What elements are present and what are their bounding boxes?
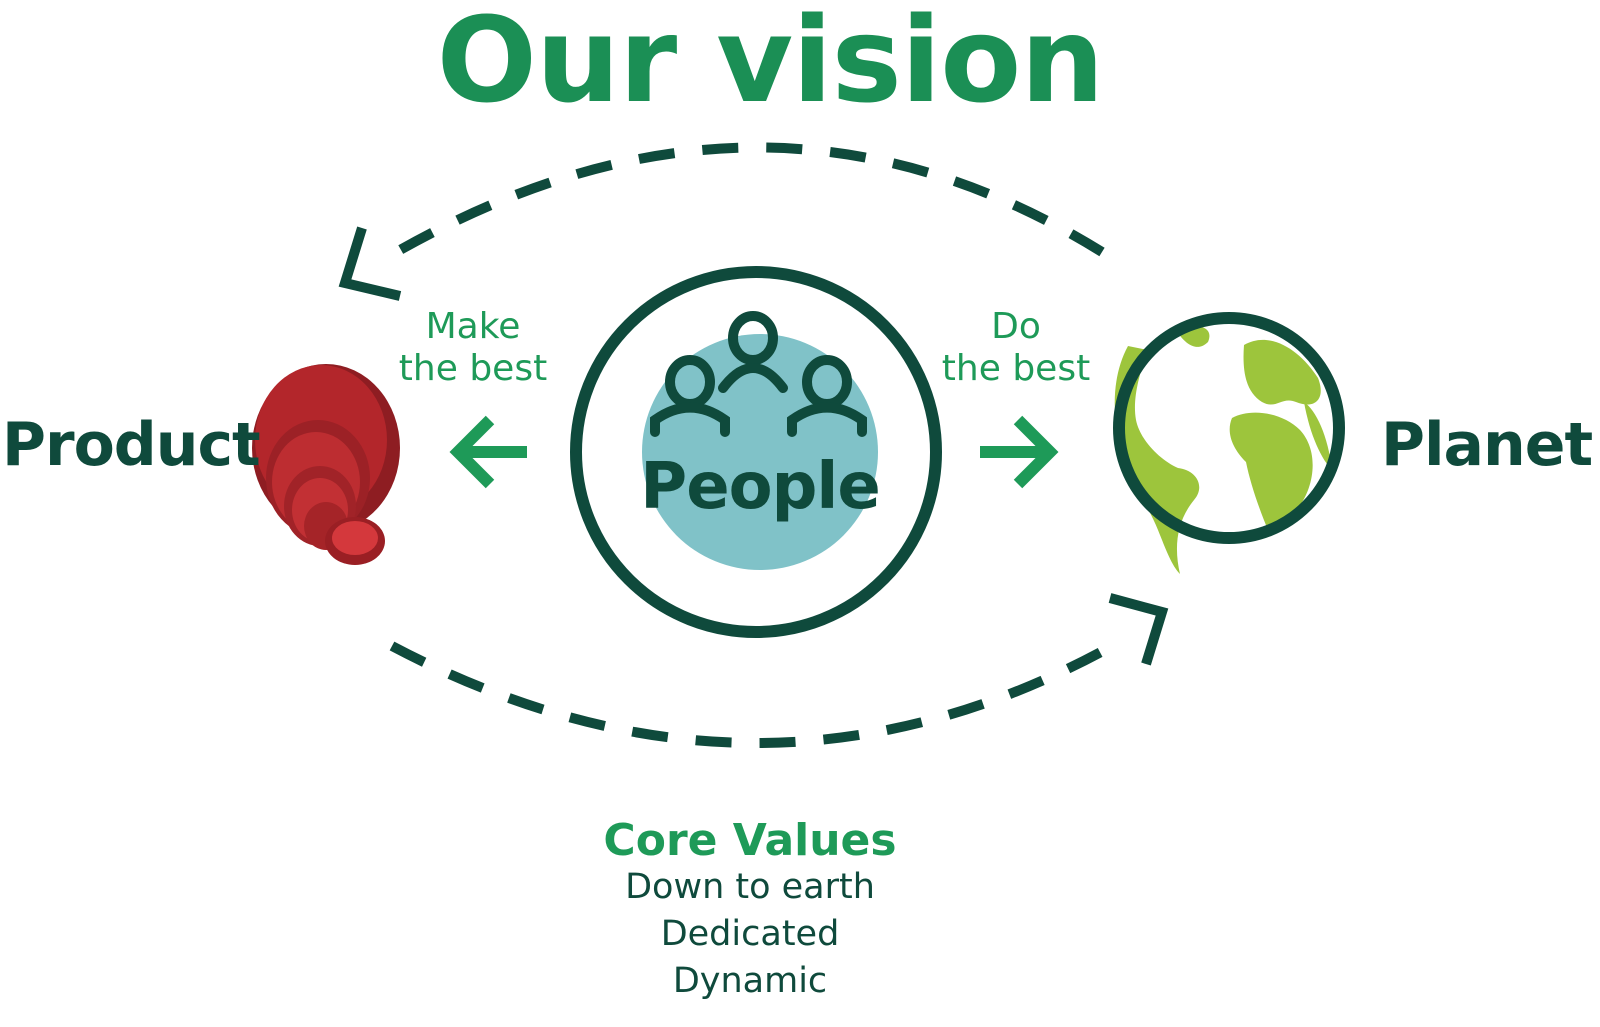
people-group-icon bbox=[650, 311, 867, 437]
people-outer-ring bbox=[570, 266, 942, 638]
make-line-2: the best bbox=[398, 348, 548, 389]
globe-icon bbox=[1113, 312, 1345, 574]
do-the-best-label: Do the best bbox=[921, 306, 1111, 390]
top-arc-arrowhead bbox=[338, 226, 402, 301]
product-label: Product bbox=[2, 410, 261, 480]
red-plates-icon bbox=[252, 364, 400, 565]
make-the-best-label: Make the best bbox=[378, 306, 568, 390]
core-value-item: Dedicated bbox=[660, 914, 840, 954]
core-values-title: Core Values bbox=[603, 815, 897, 866]
make-line-1: Make bbox=[425, 306, 521, 347]
bottom-dashed-arc bbox=[389, 641, 1115, 748]
page-title: Our vision bbox=[436, 0, 1105, 129]
planet-label: Planet bbox=[1381, 410, 1593, 480]
do-line-2: the best bbox=[941, 348, 1091, 389]
do-line-1: Do bbox=[991, 306, 1041, 347]
people-fill-circle bbox=[642, 334, 878, 570]
core-values-list: Down to earth Dedicated Dynamic bbox=[560, 864, 940, 1005]
bottom-arc-arrowhead bbox=[1108, 593, 1169, 666]
arrow-right-icon bbox=[980, 415, 1059, 489]
people-label: People bbox=[640, 450, 880, 524]
top-dashed-arc bbox=[383, 142, 1105, 263]
core-value-item: Dynamic bbox=[672, 961, 828, 1001]
arrow-left-icon bbox=[449, 415, 527, 489]
core-value-item: Down to earth bbox=[625, 867, 875, 907]
